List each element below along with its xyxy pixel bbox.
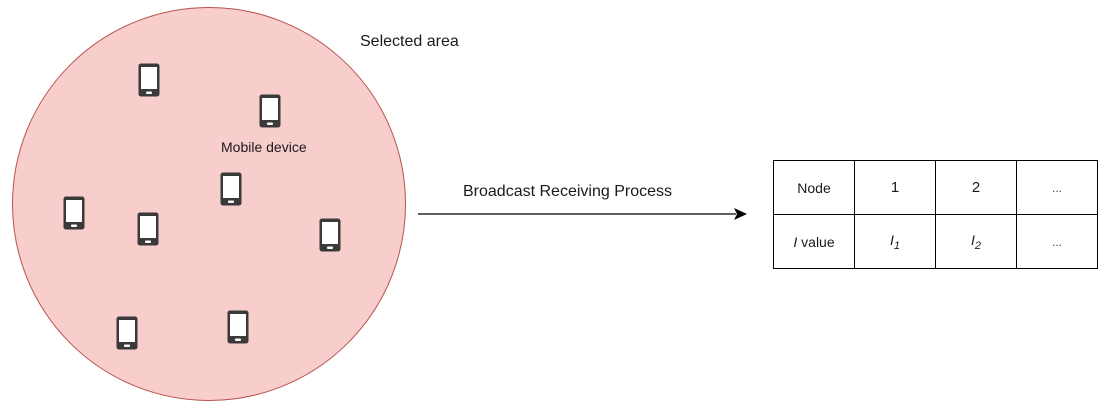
mobile-device-icon	[63, 196, 85, 230]
mobile-device-icon	[220, 172, 242, 206]
mobile-device-icon	[116, 316, 138, 350]
mobile-device-icon	[137, 212, 159, 246]
mobile-device-icon	[138, 63, 160, 97]
i-subscript: 1	[893, 239, 900, 252]
mobile-device-icon	[319, 218, 341, 252]
table-row-node: Node 1 2 ...	[773, 160, 1098, 215]
mobile-device-icon	[259, 94, 281, 128]
table-cell-value-2: I2	[935, 214, 1017, 269]
i-subscript: 2	[974, 239, 981, 252]
broadcast-arrow	[418, 204, 748, 224]
table-row-value: I value I1 I2 ...	[773, 214, 1098, 269]
mobile-device-icon	[227, 310, 249, 344]
i-symbol: I	[889, 231, 894, 248]
table-cell-node-ellipsis: ...	[1016, 160, 1098, 215]
mobile-device-label: Mobile device	[221, 139, 307, 155]
table-cell-node-2: 2	[935, 160, 1017, 215]
table-cell-value-ellipsis: ...	[1016, 214, 1098, 269]
i-symbol: I	[793, 233, 798, 250]
table-cell-node-1: 1	[854, 160, 936, 215]
value-text: value	[797, 233, 835, 250]
table-cell-node-header: Node	[773, 160, 855, 215]
node-value-table: Node 1 2 ... I value I1 I2 ...	[773, 160, 1098, 269]
broadcast-process-label: Broadcast Receiving Process	[463, 183, 672, 200]
i-symbol: I	[970, 231, 975, 248]
table-cell-value-1: I1	[854, 214, 936, 269]
selected-area-label: Selected area	[360, 33, 459, 50]
table-cell-value-header: I value	[773, 214, 855, 269]
